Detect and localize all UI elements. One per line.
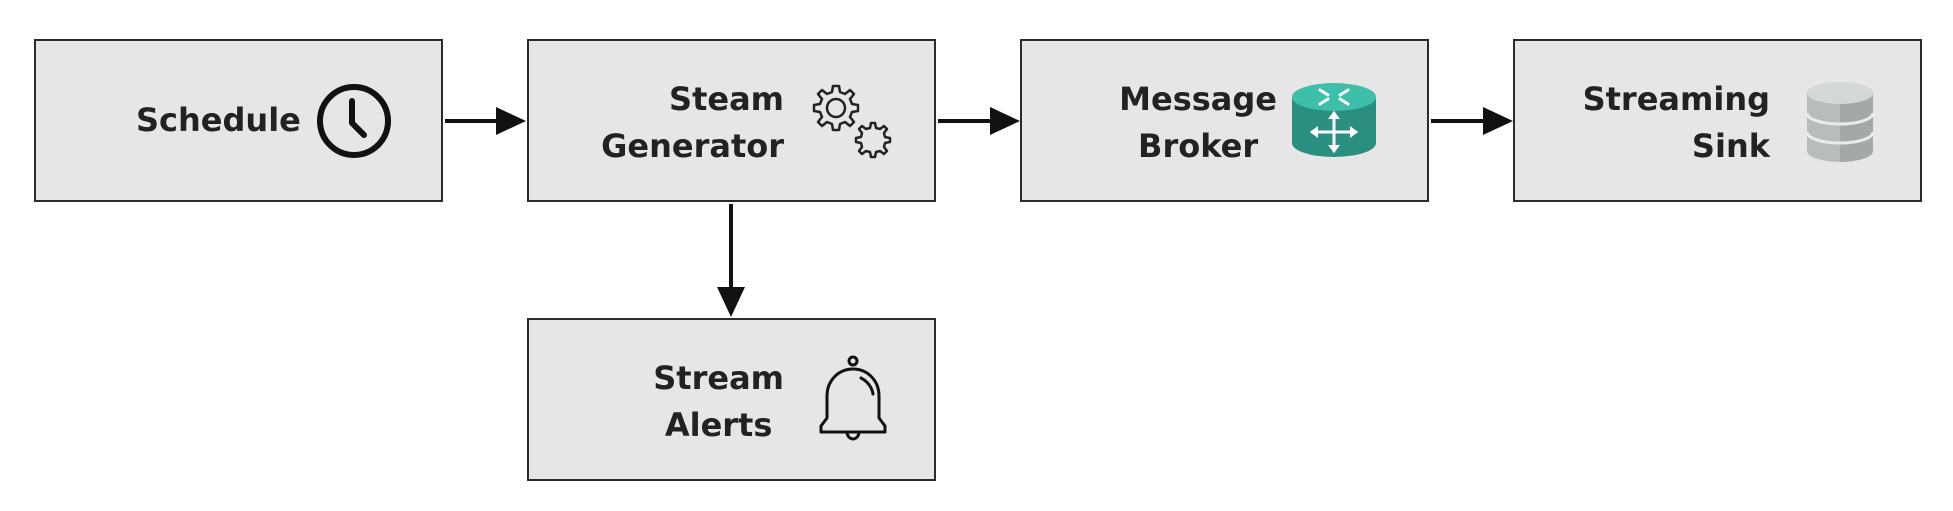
alerts-label-line1: Stream [653, 359, 784, 397]
generator-label: Steam Generator [601, 76, 784, 170]
schedule-label: Schedule [136, 97, 301, 144]
sink-node: Streaming Sink [1513, 39, 1922, 202]
alerts-label: Stream Alerts [653, 355, 784, 449]
alerts-label-line2: Alerts [664, 406, 773, 444]
router-icon [1290, 81, 1378, 161]
sink-label-line1: Streaming [1582, 80, 1770, 118]
generator-node: Steam Generator [527, 39, 936, 202]
edge-broker-to-sink [1431, 107, 1513, 135]
sink-label-line2: Sink [1691, 127, 1770, 165]
broker-node: Message Broker [1020, 39, 1429, 202]
clock-icon [316, 83, 392, 159]
database-icon [1805, 81, 1875, 165]
broker-label-line1: Message [1119, 80, 1277, 118]
schedule-label-line1: Schedule [136, 101, 301, 139]
generator-label-line2: Generator [601, 127, 784, 165]
generator-label-line1: Steam [669, 80, 784, 118]
edge-generator-to-alerts [717, 204, 745, 317]
gears-icon [809, 83, 899, 163]
broker-label-line2: Broker [1138, 127, 1259, 165]
sink-label: Streaming Sink [1583, 76, 1770, 170]
edge-schedule-to-generator [445, 107, 526, 135]
alerts-node: Stream Alerts [527, 318, 936, 481]
bell-icon [817, 354, 889, 450]
broker-label: Message Broker [1119, 76, 1277, 170]
edge-generator-to-broker [938, 107, 1020, 135]
schedule-node: Schedule [34, 39, 443, 202]
